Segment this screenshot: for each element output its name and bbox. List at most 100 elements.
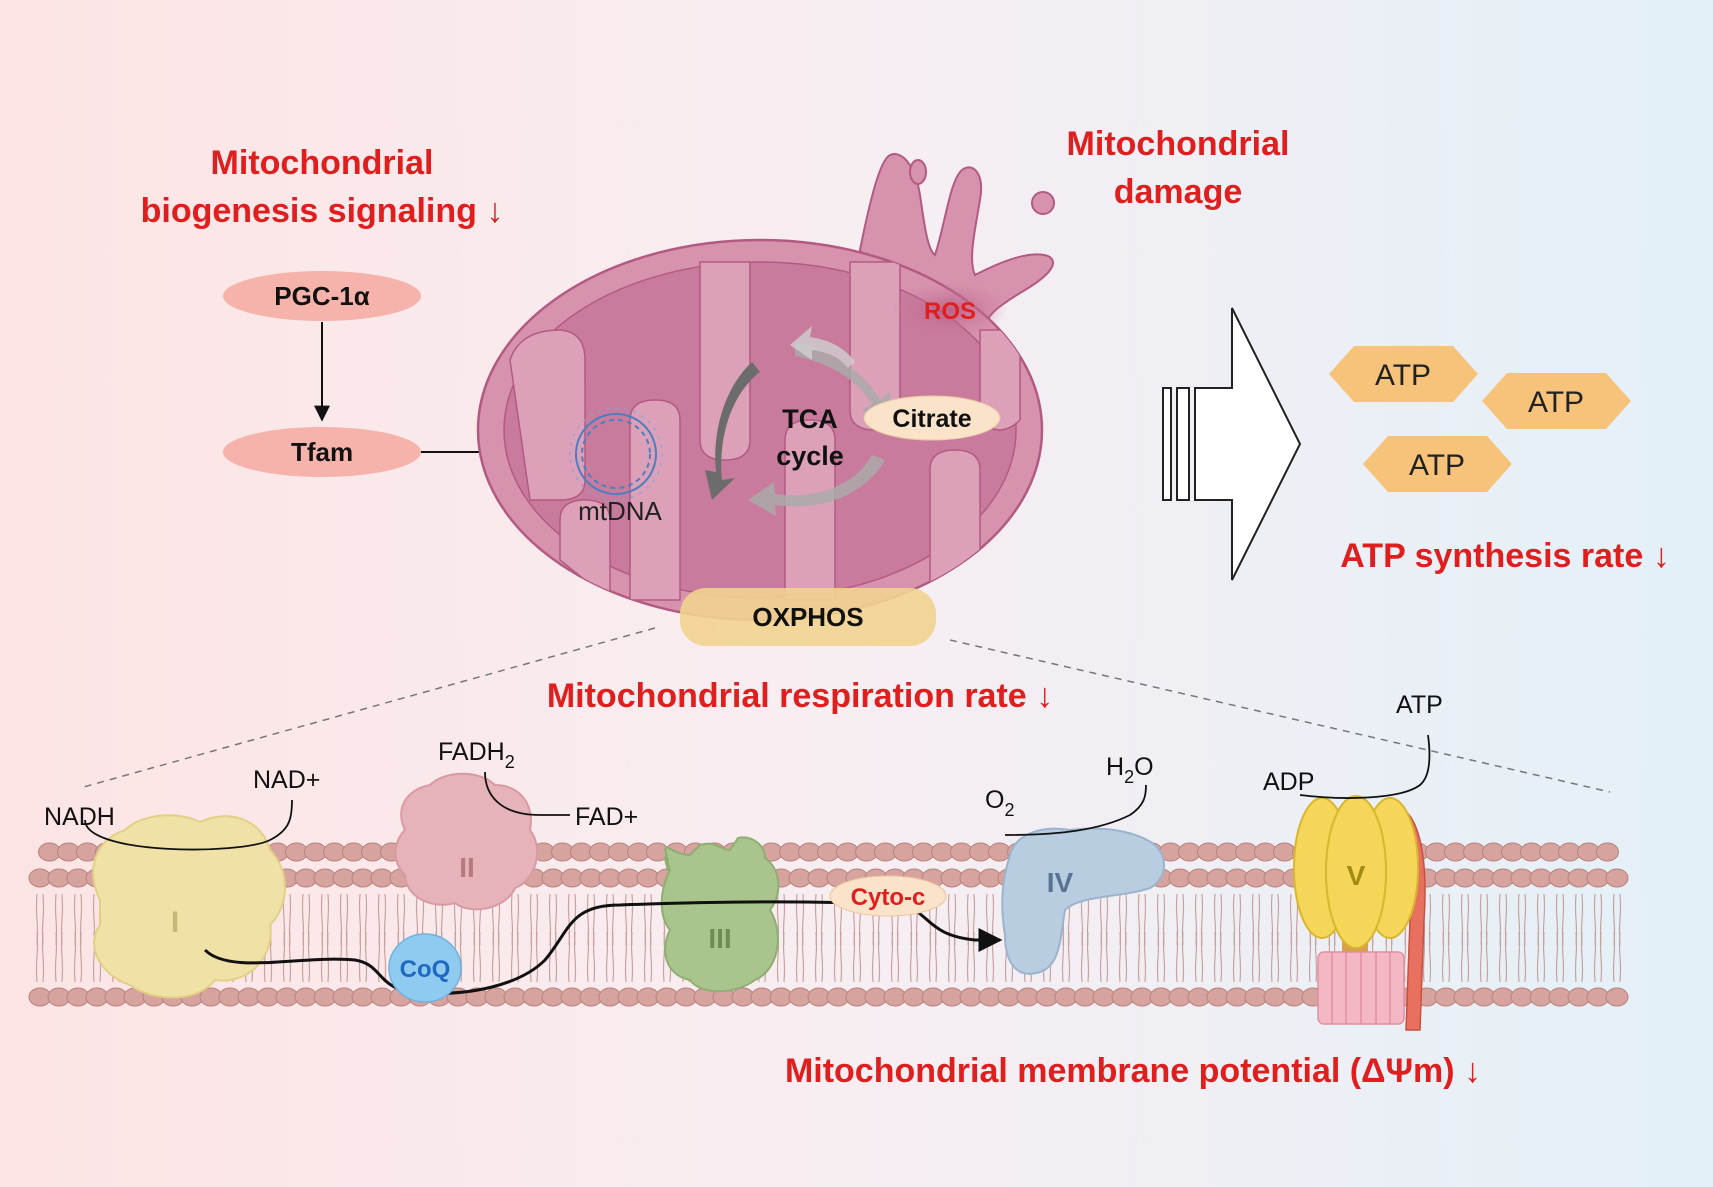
- lipid-tail: [377, 931, 387, 983]
- lipid-tail: [795, 931, 805, 983]
- lipid-tail: [1118, 931, 1128, 983]
- lipid-tail: [1441, 931, 1451, 983]
- oxphos-label: OXPHOS: [752, 602, 863, 632]
- lipid-tail: [890, 931, 900, 983]
- cyto-c-node: Cyto-c: [829, 875, 947, 917]
- lipid-tail: [605, 931, 615, 983]
- damage-title-line2: damage: [1114, 173, 1243, 211]
- lipid-tail: [624, 931, 634, 983]
- lipid-tail: [529, 931, 539, 983]
- lipid-tail: [833, 931, 843, 983]
- complex-i: I: [92, 814, 286, 999]
- h2o-subscript: 2: [1124, 767, 1134, 787]
- adp-curve: [1299, 734, 1431, 799]
- lipid-tail: [1061, 931, 1071, 983]
- lipid-tail: [1574, 931, 1584, 983]
- lipid-tail: [586, 931, 596, 983]
- lipid-tail: [1422, 931, 1432, 983]
- complex-iii-label: III: [708, 923, 731, 954]
- nadh-label: NADH: [44, 803, 115, 831]
- lipid-tail: [1498, 931, 1508, 983]
- lipid-tail: [814, 931, 824, 983]
- citrate-label: Citrate: [892, 405, 971, 433]
- atp-label: ATP: [1409, 449, 1465, 482]
- complex-ii-label: II: [459, 852, 475, 883]
- lipid-tail: [1156, 931, 1166, 983]
- o2-label: O2: [985, 786, 1014, 820]
- complex-i-label: I: [171, 906, 179, 939]
- h2o-o: O: [1134, 753, 1153, 781]
- tca-label-line1: TCA: [782, 404, 838, 434]
- lipid-tail: [1175, 931, 1185, 983]
- cristae: [509, 261, 1021, 602]
- fadh2-label: FADH2: [438, 738, 515, 772]
- big-arrow: [1162, 307, 1302, 581]
- o2-subscript: 2: [1004, 800, 1014, 820]
- lipid-tail: [548, 931, 558, 983]
- mtdna-icon: [569, 407, 663, 501]
- lipid-tail: [491, 931, 501, 983]
- nadh-curve: [84, 799, 293, 851]
- tfam-node: Tfam: [223, 427, 421, 477]
- oxphos-node: OXPHOS: [680, 588, 936, 646]
- lipid-tail: [301, 931, 311, 983]
- lipid-tail: [320, 931, 330, 983]
- fadh2-curve: [484, 771, 570, 816]
- lipid-tail: [73, 931, 83, 983]
- fadh2-subscript: 2: [505, 752, 515, 772]
- ros-glow: [892, 282, 1008, 338]
- lipid-tail: [339, 931, 349, 983]
- lipid-tail: [1536, 931, 1546, 983]
- lipid-head: [1605, 987, 1629, 1007]
- mtdna-label: mtDNA: [578, 496, 662, 526]
- tfam-label: Tfam: [291, 437, 353, 467]
- lipid-tail: [1270, 931, 1280, 983]
- lipid-tail: [909, 931, 919, 983]
- coq-node: CoQ: [388, 933, 462, 1003]
- h2o-label: H2O: [1106, 753, 1154, 787]
- atp-label: ATP: [1528, 386, 1584, 419]
- atp-synthesis-title: ATP synthesis rate ↓: [1340, 537, 1669, 575]
- lipid-tail: [871, 931, 881, 983]
- lipid-tail: [1460, 931, 1470, 983]
- citrate-node: Citrate: [863, 395, 1001, 441]
- lipid-tail: [928, 931, 938, 983]
- lipid-tail: [643, 931, 653, 983]
- lipid-tail: [1612, 931, 1622, 983]
- h2o-h: H: [1106, 753, 1124, 781]
- membrane-potential-title: Mitochondrial membrane potential (ΔΨm) ↓: [785, 1052, 1481, 1090]
- complex-iv-label: IV: [1047, 867, 1074, 898]
- respiration-title: Mitochondrial respiration rate ↓: [547, 677, 1053, 715]
- lipid-tail: [1194, 931, 1204, 983]
- atp-hexagon: ATP: [1482, 373, 1631, 429]
- lipid-head: [1605, 868, 1629, 888]
- lipid-tail: [54, 931, 64, 983]
- complex-ii: II: [394, 772, 539, 911]
- ros-label: ROS: [924, 298, 976, 325]
- complex-v-label: V: [1347, 860, 1366, 891]
- atp-product-label: ATP: [1396, 691, 1443, 719]
- atp-hexagon: ATP: [1363, 436, 1512, 492]
- lipid-tail: [1593, 931, 1603, 983]
- coq-label: CoQ: [400, 956, 451, 983]
- mitochondrion: ROS mtDNA TCA cycle Citrate OXPHOS: [476, 153, 1055, 646]
- lipid-tail: [1555, 931, 1565, 983]
- o2-main: O: [985, 786, 1004, 814]
- fad-label: FAD+: [575, 803, 638, 831]
- lipid-tail: [35, 931, 45, 983]
- biogenesis-title-line1: Mitochondrial: [211, 144, 434, 182]
- biogenesis-title-line2: biogenesis signaling ↓: [141, 192, 504, 230]
- lipid-tail: [358, 931, 368, 983]
- lipid-tail: [1080, 931, 1090, 983]
- lipid-tail: [1213, 931, 1223, 983]
- lipid-tail: [282, 931, 292, 983]
- lipid-tail: [1232, 931, 1242, 983]
- complex-iv: IV: [1001, 827, 1165, 975]
- lipid-tail: [1479, 931, 1489, 983]
- lipid-tail: [1289, 931, 1299, 983]
- o2-curve: [1004, 784, 1147, 836]
- complex-v: V: [1293, 795, 1426, 1031]
- lipid-tail: [567, 931, 577, 983]
- lipid-tail: [1517, 931, 1527, 983]
